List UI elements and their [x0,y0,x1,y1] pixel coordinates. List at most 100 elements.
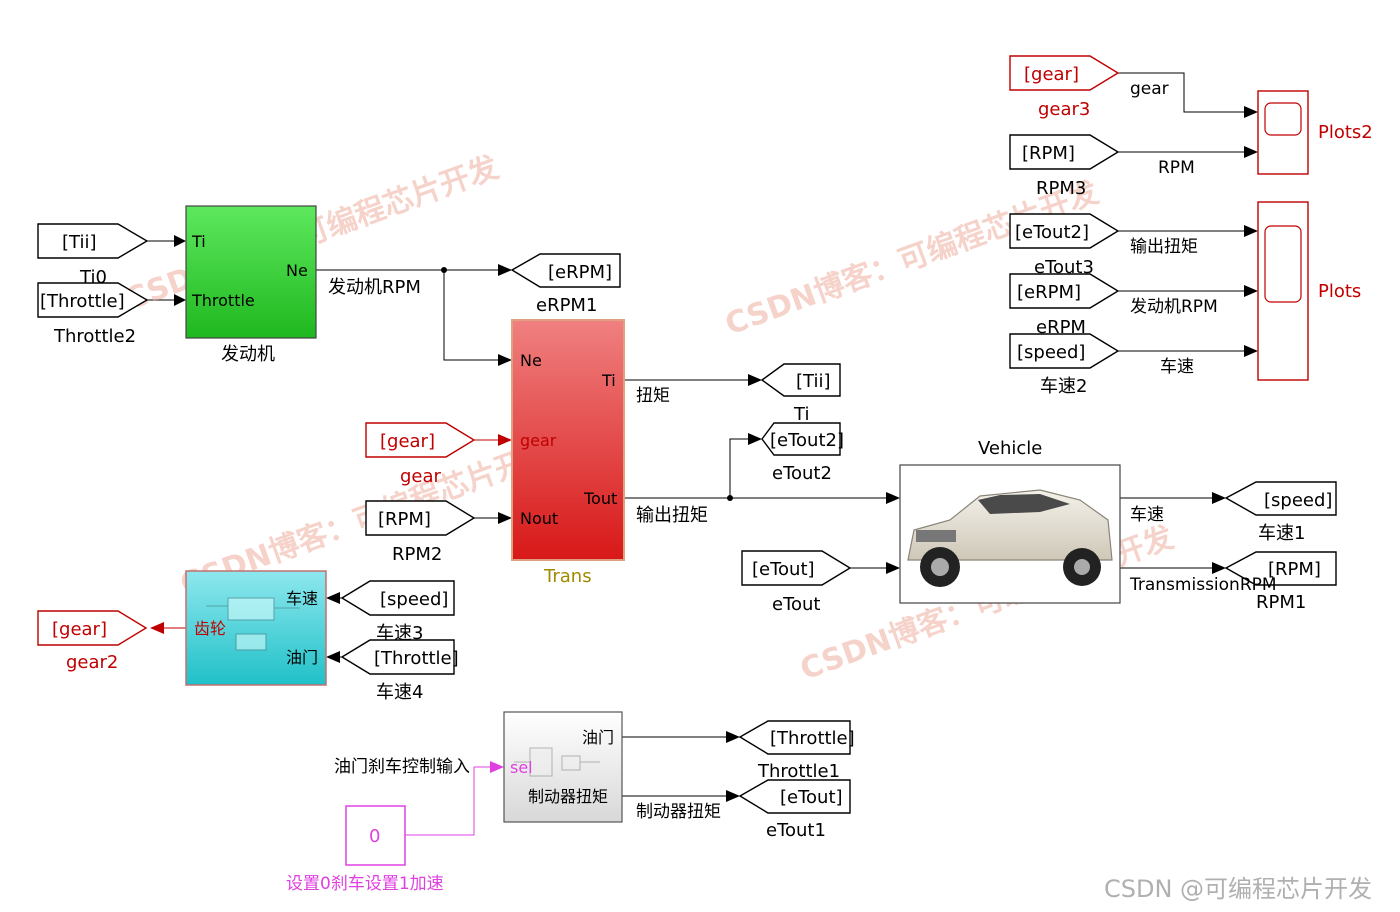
signal-gear: gear [1130,79,1169,99]
trans-port-ti: Ti [601,371,616,390]
tag-text: [eTout] [780,787,843,808]
tag-label: 车速3 [376,623,423,644]
engine-label: 发动机 [221,344,275,365]
trans-label: Trans [543,566,592,587]
goto-tii[interactable]: [Tii] Ti [760,363,841,425]
brake-port-sel: sel [510,758,533,777]
tag-label: RPM1 [1256,592,1306,613]
trans-port-nout: Nout [520,509,558,528]
goto-throttle4[interactable]: [Throttle] 车速4 [340,639,459,703]
tag-text: [Throttle] [40,291,125,312]
tag-text: [RPM] [1022,143,1075,164]
signal-out-torque-main: 输出扭矩 [636,505,708,526]
brake-input-label: 油门刹车控制输入 [334,757,470,777]
driver-block[interactable]: 齿轮 车速 油门 [185,570,327,686]
brake-port-torque: 制动器扭矩 [528,787,608,806]
tag-label: 车速1 [1258,523,1305,544]
signal-torque: 扭矩 [636,386,670,406]
driver-port-gear: 齿轮 [194,619,226,638]
tag-label: Throttle1 [757,761,840,782]
engine-port-throttle: Throttle [191,291,255,310]
tag-label: gear3 [1038,99,1090,120]
goto-throttle1[interactable]: [Throttle] Throttle1 [738,720,855,782]
from-rpm2[interactable]: [RPM] RPM2 [365,500,476,565]
signal-brake-torque: 制动器扭矩 [636,802,721,822]
signal-rpm: RPM [1158,158,1195,178]
tag-label: eTout [772,594,821,615]
goto-speed1[interactable]: [speed] 车速1 [1224,481,1337,544]
engine-port-ne: Ne [286,261,308,280]
vehicle-block[interactable]: Vehicle [899,438,1121,604]
goto-erpm1[interactable]: [eRPM] eRPM1 [510,253,621,316]
tag-label: Throttle2 [53,326,136,347]
tag-text: [speed] [1264,490,1332,511]
tag-label: Ti [793,404,809,425]
constant-label: 设置0刹车设置1加速 [286,874,444,894]
footer-watermark: CSDN @可编程芯片开发 [1104,875,1372,903]
brake-control-block[interactable]: sel 油门 制动器扭矩 油门刹车控制输入 [334,711,623,823]
vehicle-label: Vehicle [978,438,1042,459]
tag-label: gear2 [66,652,118,673]
from-speed2[interactable]: [speed] 车速2 [1009,333,1120,397]
tag-label: eTout3 [1034,257,1094,278]
tag-text: [Throttle] [770,728,855,749]
signal-engine-rpm: 发动机RPM [1130,297,1218,317]
goto-etout2[interactable]: [eTout2] eTout2 [761,422,844,484]
tag-text: [eRPM] [548,262,612,283]
tag-label: eRPM [1036,317,1086,338]
goto-rpm1[interactable]: [RPM] RPM1 [1224,551,1337,613]
constant-block[interactable]: 0 设置0刹车设置1加速 [286,805,444,894]
from-erpm[interactable]: [eRPM] eRPM [1009,273,1120,338]
tag-text: [eTout2] [1015,222,1089,243]
tag-text: [gear] [1024,64,1079,85]
tag-text: [gear] [52,619,107,640]
trans-port-gear: gear [520,431,557,450]
from-rpm3[interactable]: [RPM] RPM3 [1009,134,1120,199]
tag-text: [Throttle] [374,648,459,669]
engine-port-ti: Ti [191,232,206,251]
brake-port-throttle: 油门 [582,728,614,747]
scope-plots2[interactable]: Plots2 [1257,90,1373,175]
from-gear[interactable]: [gear] gear [365,422,476,487]
from-etout3[interactable]: [eTout2] eTout3 [1009,213,1120,278]
signal-speed: 车速 [1160,357,1194,377]
signal-out-torque: 输出扭矩 [1130,237,1198,257]
tag-label: 车速2 [1040,376,1087,397]
tag-text: [eTout] [752,559,815,580]
signal-trans-rpm: TransmissionRPM [1129,575,1277,595]
plots2-label: Plots2 [1318,122,1373,143]
scope-plots[interactable]: Plots [1257,201,1361,381]
goto-etout1[interactable]: [eTout] eTout1 [738,779,851,841]
tag-label: gear [400,466,442,487]
from-throttle2[interactable]: [Throttle] Throttle2 [37,282,149,347]
goto-speed3[interactable]: [speed] 车速3 [340,580,455,644]
from-gear3[interactable]: [gear] gear3 [1009,55,1120,120]
tag-text: [gear] [380,431,435,452]
constant-value: 0 [369,826,380,847]
tag-text: [Tii] [62,232,97,253]
engine-block[interactable]: Ti Throttle Ne 发动机 [185,205,317,365]
from-etout[interactable]: [eTout] eTout [741,550,852,615]
brake-mini-diagram [514,747,600,777]
trans-block[interactable]: Ne gear Nout Ti Tout Trans [511,319,625,587]
tag-label: eRPM1 [536,295,597,316]
from-tii[interactable]: [Tii] Ti0 [37,223,149,288]
driver-mini-diagram [206,597,300,651]
trans-port-tout: Tout [583,489,617,508]
plots-label: Plots [1318,281,1361,302]
tag-text: [eTout2] [770,430,844,451]
trans-port-ne: Ne [520,351,542,370]
tag-label: eTout2 [772,463,832,484]
tag-label: RPM3 [1036,178,1086,199]
tag-label: eTout1 [766,820,826,841]
tag-label: RPM2 [392,544,442,565]
tag-text: [RPM] [1268,559,1321,580]
wires [147,72,1258,836]
driver-port-speed: 车速 [286,589,318,608]
tag-text: [Tii] [796,371,831,392]
signal-speed-vehicle: 车速 [1130,505,1164,525]
tag-text: [speed] [380,589,448,610]
tag-label: 车速4 [376,682,423,703]
tag-text: [speed] [1017,342,1085,363]
goto-gear2[interactable]: [gear] gear2 [37,610,148,673]
